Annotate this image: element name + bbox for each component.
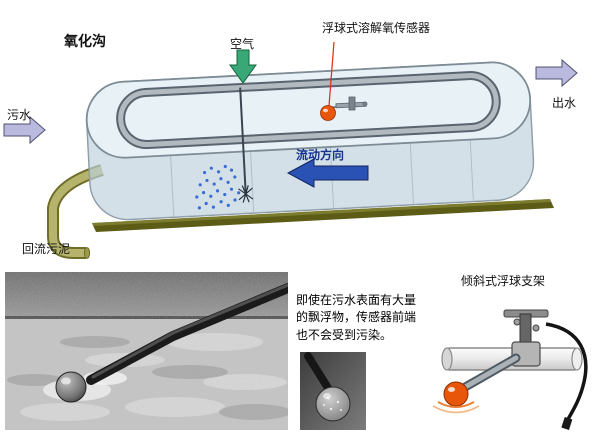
sensor-leader-line: [328, 41, 335, 107]
bracket-illustration: [432, 309, 588, 430]
sensor-label: 浮球式溶解氧传感器: [322, 21, 431, 35]
guide-channel-ring: [116, 71, 501, 149]
oxidation-ditch-diagram: [3, 41, 578, 259]
diagram-title: 氧化沟: [64, 33, 106, 49]
bracket-title: 倾斜式浮球支架: [461, 274, 546, 288]
sensor-closeup-photo: [300, 352, 366, 430]
photo-caption: 即使在污水表面有大量的飘浮物，传感器前端也不会受到污染。: [296, 293, 417, 342]
oxidation-ditch-tank: [85, 61, 535, 221]
bracket-float-ball: [443, 381, 469, 407]
closeup-stem: [304, 352, 332, 392]
bracket-cable: [545, 322, 588, 430]
inflow-arrow: [3, 115, 46, 145]
bracket-arm: [455, 353, 521, 395]
closeup-ball: [315, 386, 351, 422]
bracket-float: [432, 381, 480, 414]
tank-rim: [85, 61, 532, 159]
float-ball-photo: [55, 371, 87, 403]
sensor-arm-photo: [86, 283, 288, 385]
ground-strip: [92, 199, 554, 232]
outflow-label: 出水: [552, 96, 577, 110]
flow-direction-arrow: [286, 158, 369, 188]
site-photo: [5, 272, 288, 430]
return-sludge-label: 回流污泥: [22, 242, 71, 256]
flow-direction-label: 流动方向: [296, 148, 345, 162]
sensor-ball-highlight: [322, 108, 329, 113]
air-arrow: [229, 49, 257, 84]
do-sensor-ball: [320, 105, 336, 121]
return-sludge-pipe: [47, 164, 104, 259]
inflow-label: 污水: [7, 108, 32, 122]
air-bubbles: [195, 164, 241, 210]
air-label: 空气: [230, 37, 255, 51]
outflow-arrow: [535, 58, 578, 88]
tank-front-wall: [86, 98, 534, 220]
aerator: [238, 87, 254, 203]
